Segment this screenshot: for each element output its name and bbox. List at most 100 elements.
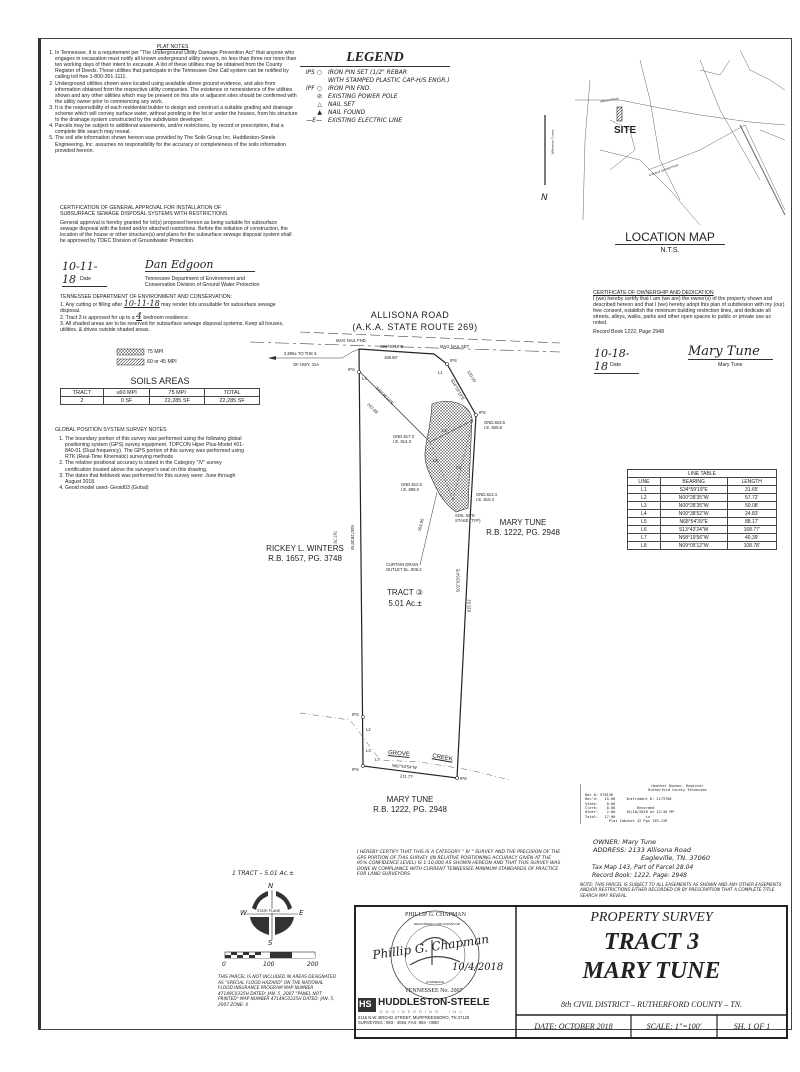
stamp-line: Total: 17.00 in bbox=[585, 814, 650, 819]
legend-text: EXISTING ELECTRIC LINE bbox=[328, 117, 403, 124]
adjoiner-record: R.B. 1222, PG. 2948 bbox=[373, 805, 447, 814]
ips-label: IPS bbox=[450, 358, 457, 363]
table-title: LINE TABLE bbox=[627, 469, 777, 478]
cell: 24.83' bbox=[726, 509, 777, 518]
header-cell: TOTAL bbox=[204, 388, 260, 397]
owner-line: OWNER: Mary Tune bbox=[593, 838, 657, 846]
firm-logo-box bbox=[358, 998, 376, 1012]
line-tag: L4 bbox=[362, 376, 367, 381]
plat-note: Underground utilities shown were located… bbox=[55, 81, 300, 105]
legend-text: NAIL SET bbox=[328, 101, 355, 108]
tdec-item: bedroom residence. bbox=[143, 315, 190, 322]
location-map-title: LOCATION MAP bbox=[615, 230, 725, 245]
agency-line: Tennessee Department of Environment and bbox=[145, 276, 246, 282]
legend-item: ▲NAIL FOUND bbox=[300, 109, 485, 117]
cell: 88.17' bbox=[726, 517, 777, 526]
cell: S34°59'19"E bbox=[659, 485, 728, 494]
ips-label: IPS bbox=[479, 410, 486, 415]
category-certification: I HEREBY CERTIFY THAT THIS IS A CATEGORY… bbox=[357, 850, 561, 878]
phone-line: SURVEYING : 893 - 4084, FAX: 893 - 0080 bbox=[358, 1020, 439, 1025]
east-line-length: 815.01' bbox=[466, 598, 472, 613]
seal-commerce: COMMERCE bbox=[426, 980, 444, 984]
tdec-signature: Dan Edgoon bbox=[145, 258, 255, 272]
scale-tick: 0 bbox=[222, 961, 226, 968]
leader-line bbox=[341, 348, 360, 359]
cell: L2 bbox=[627, 493, 661, 502]
gps-notes-title: GLOBAL POSITION SYSTEM SURVEY NOTES bbox=[55, 427, 167, 433]
drain-line: CURTAIN DRAIN bbox=[386, 562, 419, 567]
scale-bar-graphic bbox=[224, 951, 316, 959]
ownership-title: CERTIFICATE OF OWNERSHIP AND DEDICATION bbox=[593, 290, 714, 296]
county-label: Williamson County bbox=[550, 129, 555, 155]
road-aka: (A.K.A. STATE ROUTE 269) bbox=[352, 322, 478, 332]
mag-nail-set-label: MAG NAIL SET bbox=[440, 344, 470, 349]
cell: N58°19'56"W bbox=[659, 533, 728, 542]
seal-date: 10/4/2018 bbox=[452, 962, 504, 973]
iron-pin-found-icon: IPF ○ bbox=[306, 85, 322, 92]
ie: I.E. 820.6 bbox=[484, 425, 502, 430]
legend-text: IRON PIN FND. bbox=[328, 85, 372, 92]
iron-pin-set-icon: IPS ○ bbox=[305, 69, 322, 76]
sewage-cert-title: SUBSURFACE SEWAGE DISPOSAL SYSTEMS WITH … bbox=[60, 211, 228, 218]
header-cell: LINE bbox=[627, 477, 661, 486]
cell: 57.72' bbox=[726, 493, 777, 502]
ips-label: IPS bbox=[352, 712, 359, 717]
east-label: E bbox=[299, 909, 304, 917]
adjoiner-owner: MARY TUNE bbox=[499, 518, 547, 527]
cell: N09°05'12"W bbox=[659, 541, 728, 550]
cell: N00°38'52"W bbox=[659, 509, 728, 518]
ie: I.E. 814.3 bbox=[393, 439, 411, 444]
arrowhead bbox=[268, 356, 276, 360]
line-tag: L6 bbox=[433, 458, 438, 463]
gps-note: The boundary portion of this survey was … bbox=[65, 436, 245, 460]
state-plane-label: STATE PLANE bbox=[257, 909, 281, 913]
cell: 31.65' bbox=[726, 485, 777, 494]
cell: L3 bbox=[627, 501, 661, 510]
owner-name: Mary Tune bbox=[718, 362, 743, 368]
legend-item: IPS ○IRON PIN SET (1/2" REBAR bbox=[300, 69, 485, 77]
address-line: ADDRESS: 2133 Allisona Road bbox=[593, 846, 691, 854]
cell: 22,285 SF bbox=[204, 396, 260, 405]
plat-note: The soil site information shown hereon w… bbox=[55, 135, 300, 153]
cell: 108.78' bbox=[726, 541, 777, 550]
ie: I.E. 810.4 bbox=[476, 497, 494, 502]
legend-item: △NAIL SET bbox=[300, 101, 485, 109]
hatch-legend-75: 75 MPI bbox=[147, 349, 164, 355]
road-name: ALLISONA ROAD bbox=[370, 310, 450, 320]
sheet-border bbox=[38, 38, 792, 1030]
sheet-cell: SH. 1 OF 1 bbox=[733, 1022, 771, 1031]
ips-label: IPS bbox=[460, 776, 467, 781]
road-centerline bbox=[249, 341, 561, 353]
cell: L6 bbox=[627, 525, 661, 534]
ownership-body: I (we) hereby certify that I am (we are)… bbox=[593, 296, 785, 327]
title-block-border bbox=[354, 905, 788, 1039]
hatch-swatch-60 bbox=[116, 358, 145, 366]
cell: L8 bbox=[627, 541, 661, 550]
cell: 0 SF bbox=[102, 396, 151, 405]
sewage-cert-date: 10-11-18 bbox=[62, 260, 107, 287]
electric-line bbox=[299, 331, 561, 344]
diagonal-line bbox=[359, 371, 431, 443]
cell: N68°54'39"E bbox=[659, 517, 728, 526]
soils-areas-title: SOILS AREAS bbox=[130, 376, 190, 386]
soil-area-hatch bbox=[424, 401, 473, 513]
plat-notes: PLAT NOTES In Tennessee, it is a require… bbox=[45, 44, 300, 154]
gps-notes: GLOBAL POSITION SYSTEM SURVEY NOTES The … bbox=[55, 427, 245, 491]
plat-note: In Tennessee, it is a requirement per "T… bbox=[55, 50, 300, 80]
easement-note: NOTE: THIS PARCEL IS SUBJECT TO ALL EASE… bbox=[580, 883, 782, 899]
centerline-note: OF HWY. 31A bbox=[293, 362, 319, 367]
adjoiner-record: R.B. 1222, PG. 2948 bbox=[486, 528, 560, 537]
legend-title: LEGEND bbox=[300, 50, 450, 67]
line-tag: L7 bbox=[375, 757, 380, 762]
